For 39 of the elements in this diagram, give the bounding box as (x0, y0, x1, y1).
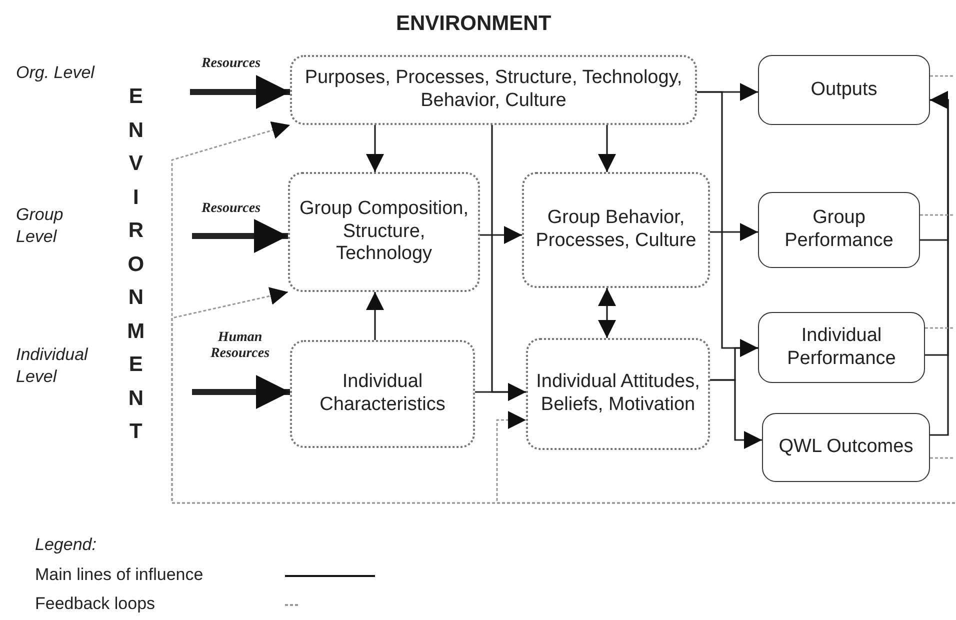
legend-label: Feedback loops (35, 594, 156, 614)
box-label: Individual Attitudes, Beliefs, Motivation (535, 371, 701, 417)
process-box (290, 340, 475, 448)
legend-title: Legend: (35, 535, 98, 555)
box-label: Purposes, Processes, Structure, Technology, Behavior, Culture (304, 67, 684, 113)
process-box (758, 312, 925, 383)
process-box (288, 172, 480, 292)
arrow (598, 125, 616, 172)
title: ENVIRONMENT (396, 12, 552, 36)
box-label: QWL Outcomes (778, 436, 914, 459)
level-label: Individual Level (16, 344, 90, 388)
arrow (598, 288, 616, 338)
arrow (710, 379, 762, 449)
vertical-label: ENVIRONMENT (127, 84, 145, 445)
box-label: Individual Characteristics (318, 371, 446, 417)
arrow (710, 223, 758, 241)
process-box (758, 55, 930, 125)
level-label: Group Level (16, 204, 64, 248)
box-label: Individual Performance (786, 324, 897, 370)
box-label: Outputs (810, 78, 878, 102)
box-label: Group Composition, Structure, Technology (298, 198, 470, 266)
arrow (366, 292, 384, 340)
feedback-arrow (496, 411, 955, 504)
process-box (290, 55, 697, 125)
box-label: Group Performance (784, 207, 894, 253)
arrow (366, 125, 384, 172)
arrow (930, 91, 949, 436)
process-box (758, 192, 920, 268)
arrow (480, 226, 522, 244)
arrow (192, 375, 290, 409)
arrow (192, 219, 288, 253)
process-box (526, 338, 710, 450)
box-label: Group Behavior, Processes, Culture (534, 207, 698, 253)
process-box (762, 413, 930, 482)
process-box (522, 172, 710, 288)
level-label: Org. Level (16, 62, 96, 84)
arrow (190, 75, 290, 109)
legend-label: Main lines of influence (35, 565, 204, 585)
arrow (475, 383, 526, 401)
